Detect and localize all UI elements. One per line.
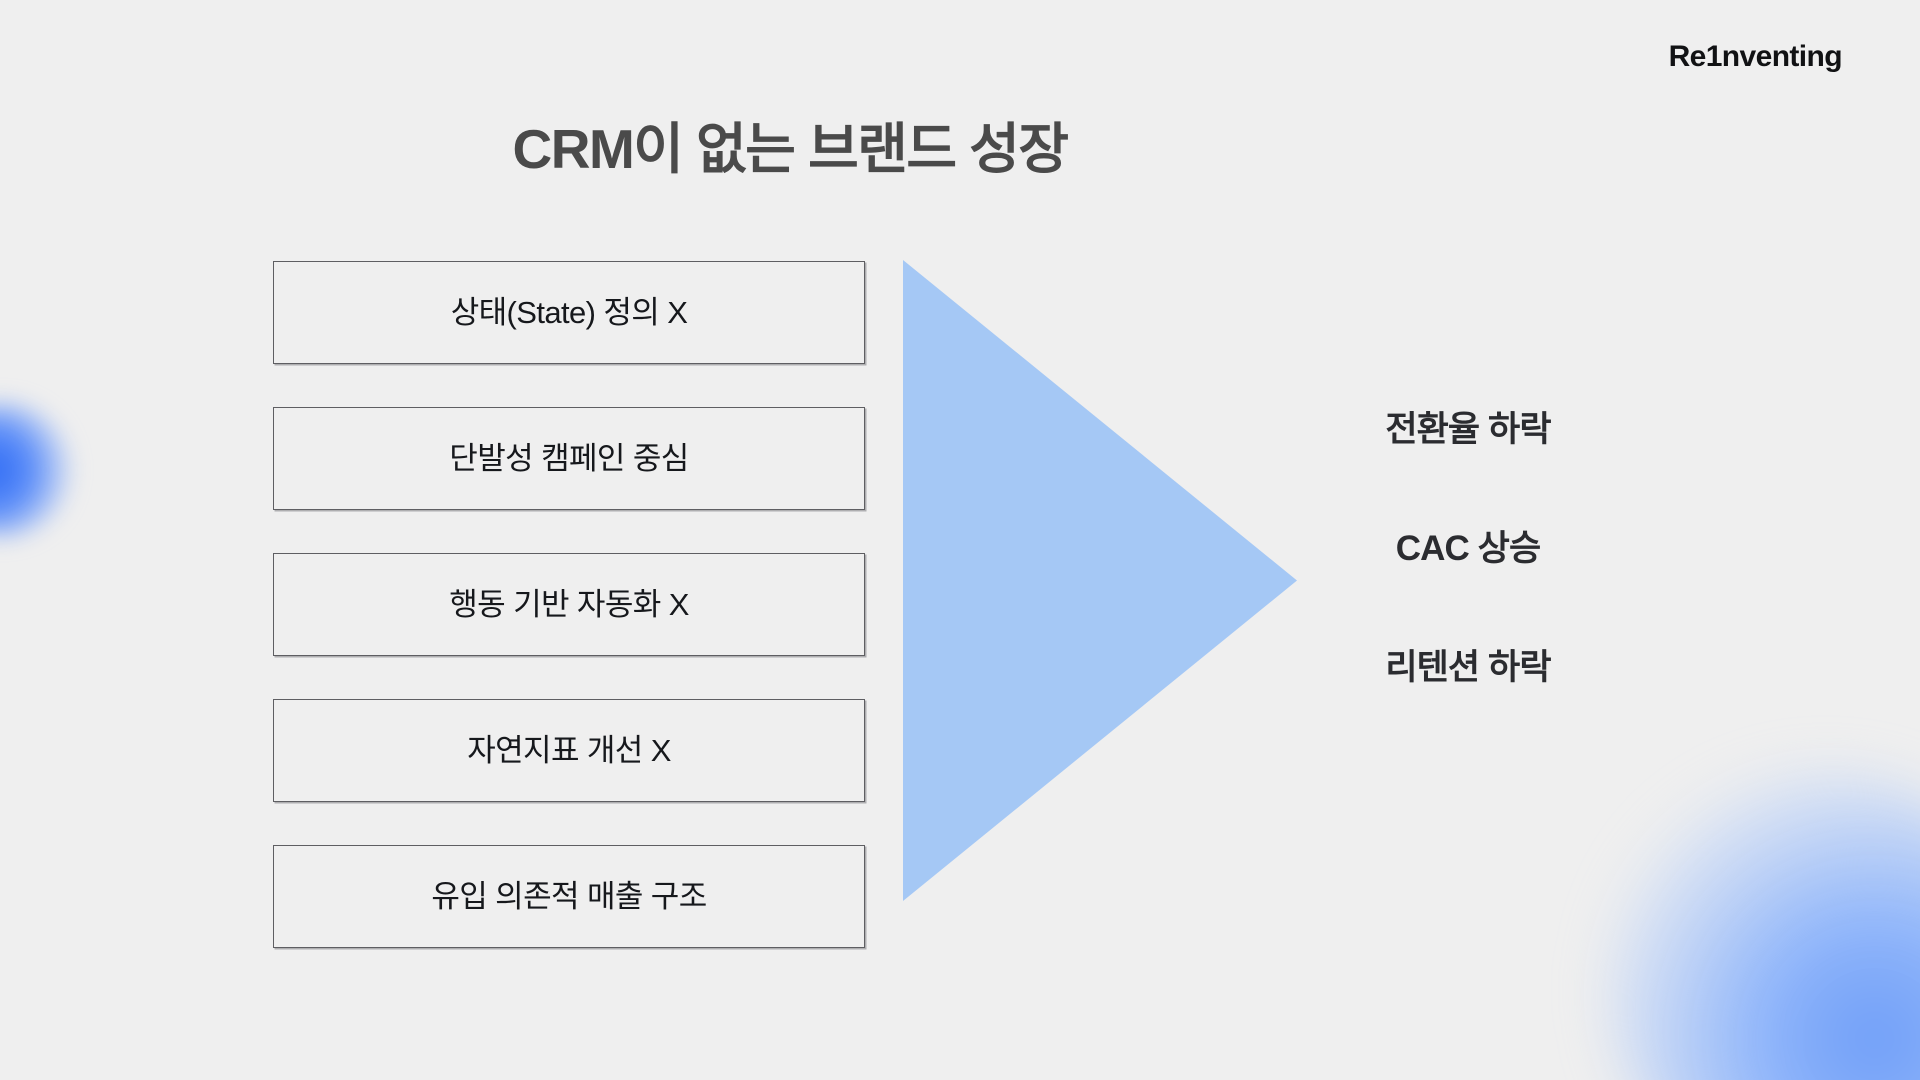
- cause-label: 자연지표 개선 X: [467, 733, 671, 768]
- arrow-container: [903, 260, 1297, 901]
- outcome-list: 전환율 하락 CAC 상승 리텐션 하락: [1318, 412, 1618, 685]
- cause-list: 상태(State) 정의 X 단발성 캠페인 중심 행동 기반 자동화 X 자연…: [273, 261, 865, 948]
- cause-box-2[interactable]: 단발성 캠페인 중심: [273, 407, 865, 510]
- decorative-blur-blob-left: [0, 402, 70, 538]
- cause-box-4[interactable]: 자연지표 개선 X: [273, 699, 865, 802]
- decorative-blur-blob-bottom-right: [1608, 772, 1920, 1080]
- cause-label: 상태(State) 정의 X: [450, 295, 688, 330]
- cause-label: 유입 의존적 매출 구조: [431, 879, 707, 914]
- outcome-item: 전환율 하락: [1385, 410, 1551, 449]
- outcome-item: 리텐션 하락: [1385, 648, 1551, 687]
- brand-logo: Re1nventing: [1668, 40, 1843, 73]
- triangle-right-icon: [903, 260, 1297, 901]
- outcome-item: CAC 상승: [1395, 529, 1541, 568]
- cause-label: 행동 기반 자동화 X: [449, 587, 689, 622]
- cause-box-5[interactable]: 유입 의존적 매출 구조: [273, 845, 865, 948]
- cause-label: 단발성 캠페인 중심: [449, 441, 689, 476]
- cause-box-3[interactable]: 행동 기반 자동화 X: [273, 553, 865, 656]
- page-title: CRM이 없는 브랜드 성장: [512, 117, 1069, 180]
- cause-box-1[interactable]: 상태(State) 정의 X: [273, 261, 865, 364]
